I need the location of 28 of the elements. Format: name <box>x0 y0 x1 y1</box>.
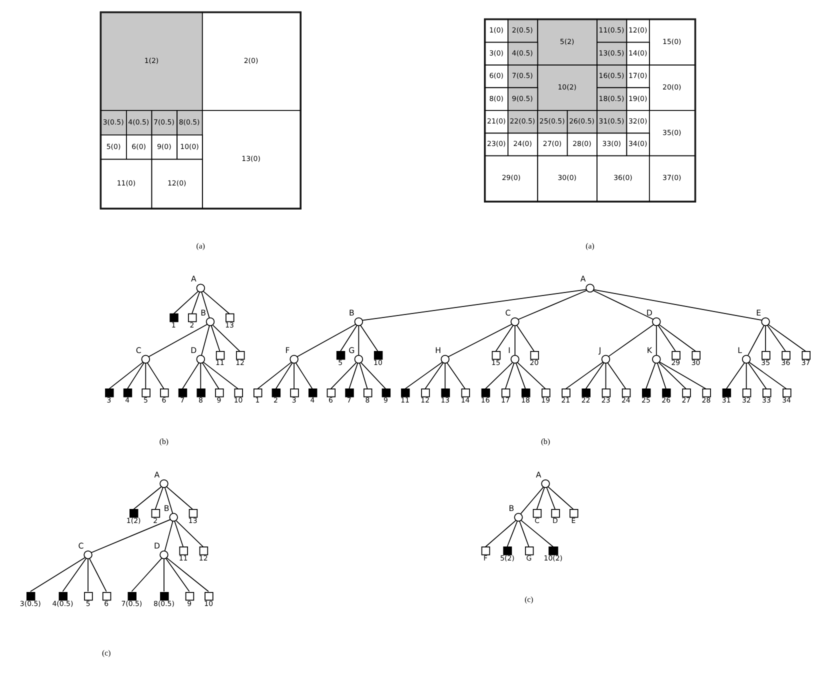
node-label: C <box>505 308 511 318</box>
node-label: H <box>435 346 442 355</box>
node-label: B <box>508 504 514 513</box>
label: (b) <box>540 437 550 446</box>
node-label: A <box>536 470 542 480</box>
label: (a) <box>196 242 206 251</box>
node-label: E <box>756 308 762 318</box>
node-label: A <box>154 470 160 480</box>
node-label: B <box>164 504 170 513</box>
node-label: B <box>200 308 206 318</box>
node-label: G <box>348 346 355 355</box>
label: (c) <box>102 648 111 658</box>
node-label: C <box>78 541 84 550</box>
node-label: A <box>190 274 196 284</box>
node-label: K <box>646 346 652 355</box>
label: (b) <box>159 437 169 446</box>
node-label: D <box>154 541 160 550</box>
node-label: L <box>738 346 742 355</box>
node-label: D <box>190 346 197 355</box>
node-label: F <box>285 346 290 355</box>
label: (c) <box>524 595 534 604</box>
node-label: C <box>136 346 142 355</box>
node-label: I <box>508 346 510 355</box>
node-label: J <box>598 346 602 355</box>
node-label: A <box>580 274 586 284</box>
node-label: D <box>646 308 652 318</box>
label: (a) <box>586 242 594 251</box>
node-label: B <box>349 308 354 318</box>
